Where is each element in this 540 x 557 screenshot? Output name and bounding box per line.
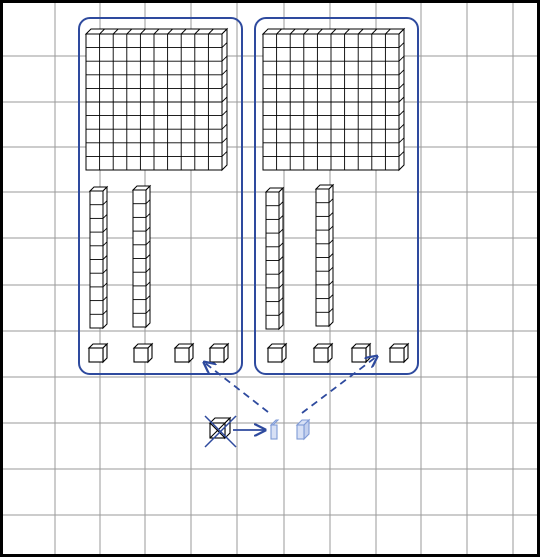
- unit-cube: [268, 344, 286, 362]
- hundreds-flat: [263, 29, 404, 170]
- unit-cube: [210, 344, 228, 362]
- block-group-2: [255, 18, 418, 374]
- unit-cube: [314, 344, 332, 362]
- hundreds-flat: [86, 29, 227, 170]
- tens-rod: [316, 185, 333, 326]
- unit-cube: [89, 344, 107, 362]
- block-group-1: [79, 18, 242, 374]
- unit-cube: [134, 344, 152, 362]
- split-cube-half-icon: [297, 420, 309, 439]
- unit-cube: [175, 344, 193, 362]
- dashed-arrow-icon: [302, 357, 376, 413]
- tens-rod: [133, 186, 150, 327]
- crossed-cube-icon: [210, 418, 230, 438]
- block-groups: [79, 18, 418, 374]
- unit-cube: [390, 344, 408, 362]
- tens-rod: [90, 187, 107, 328]
- tens-rod: [266, 188, 283, 329]
- unit-cube: [352, 344, 370, 362]
- regrouping-illustration: [205, 357, 376, 447]
